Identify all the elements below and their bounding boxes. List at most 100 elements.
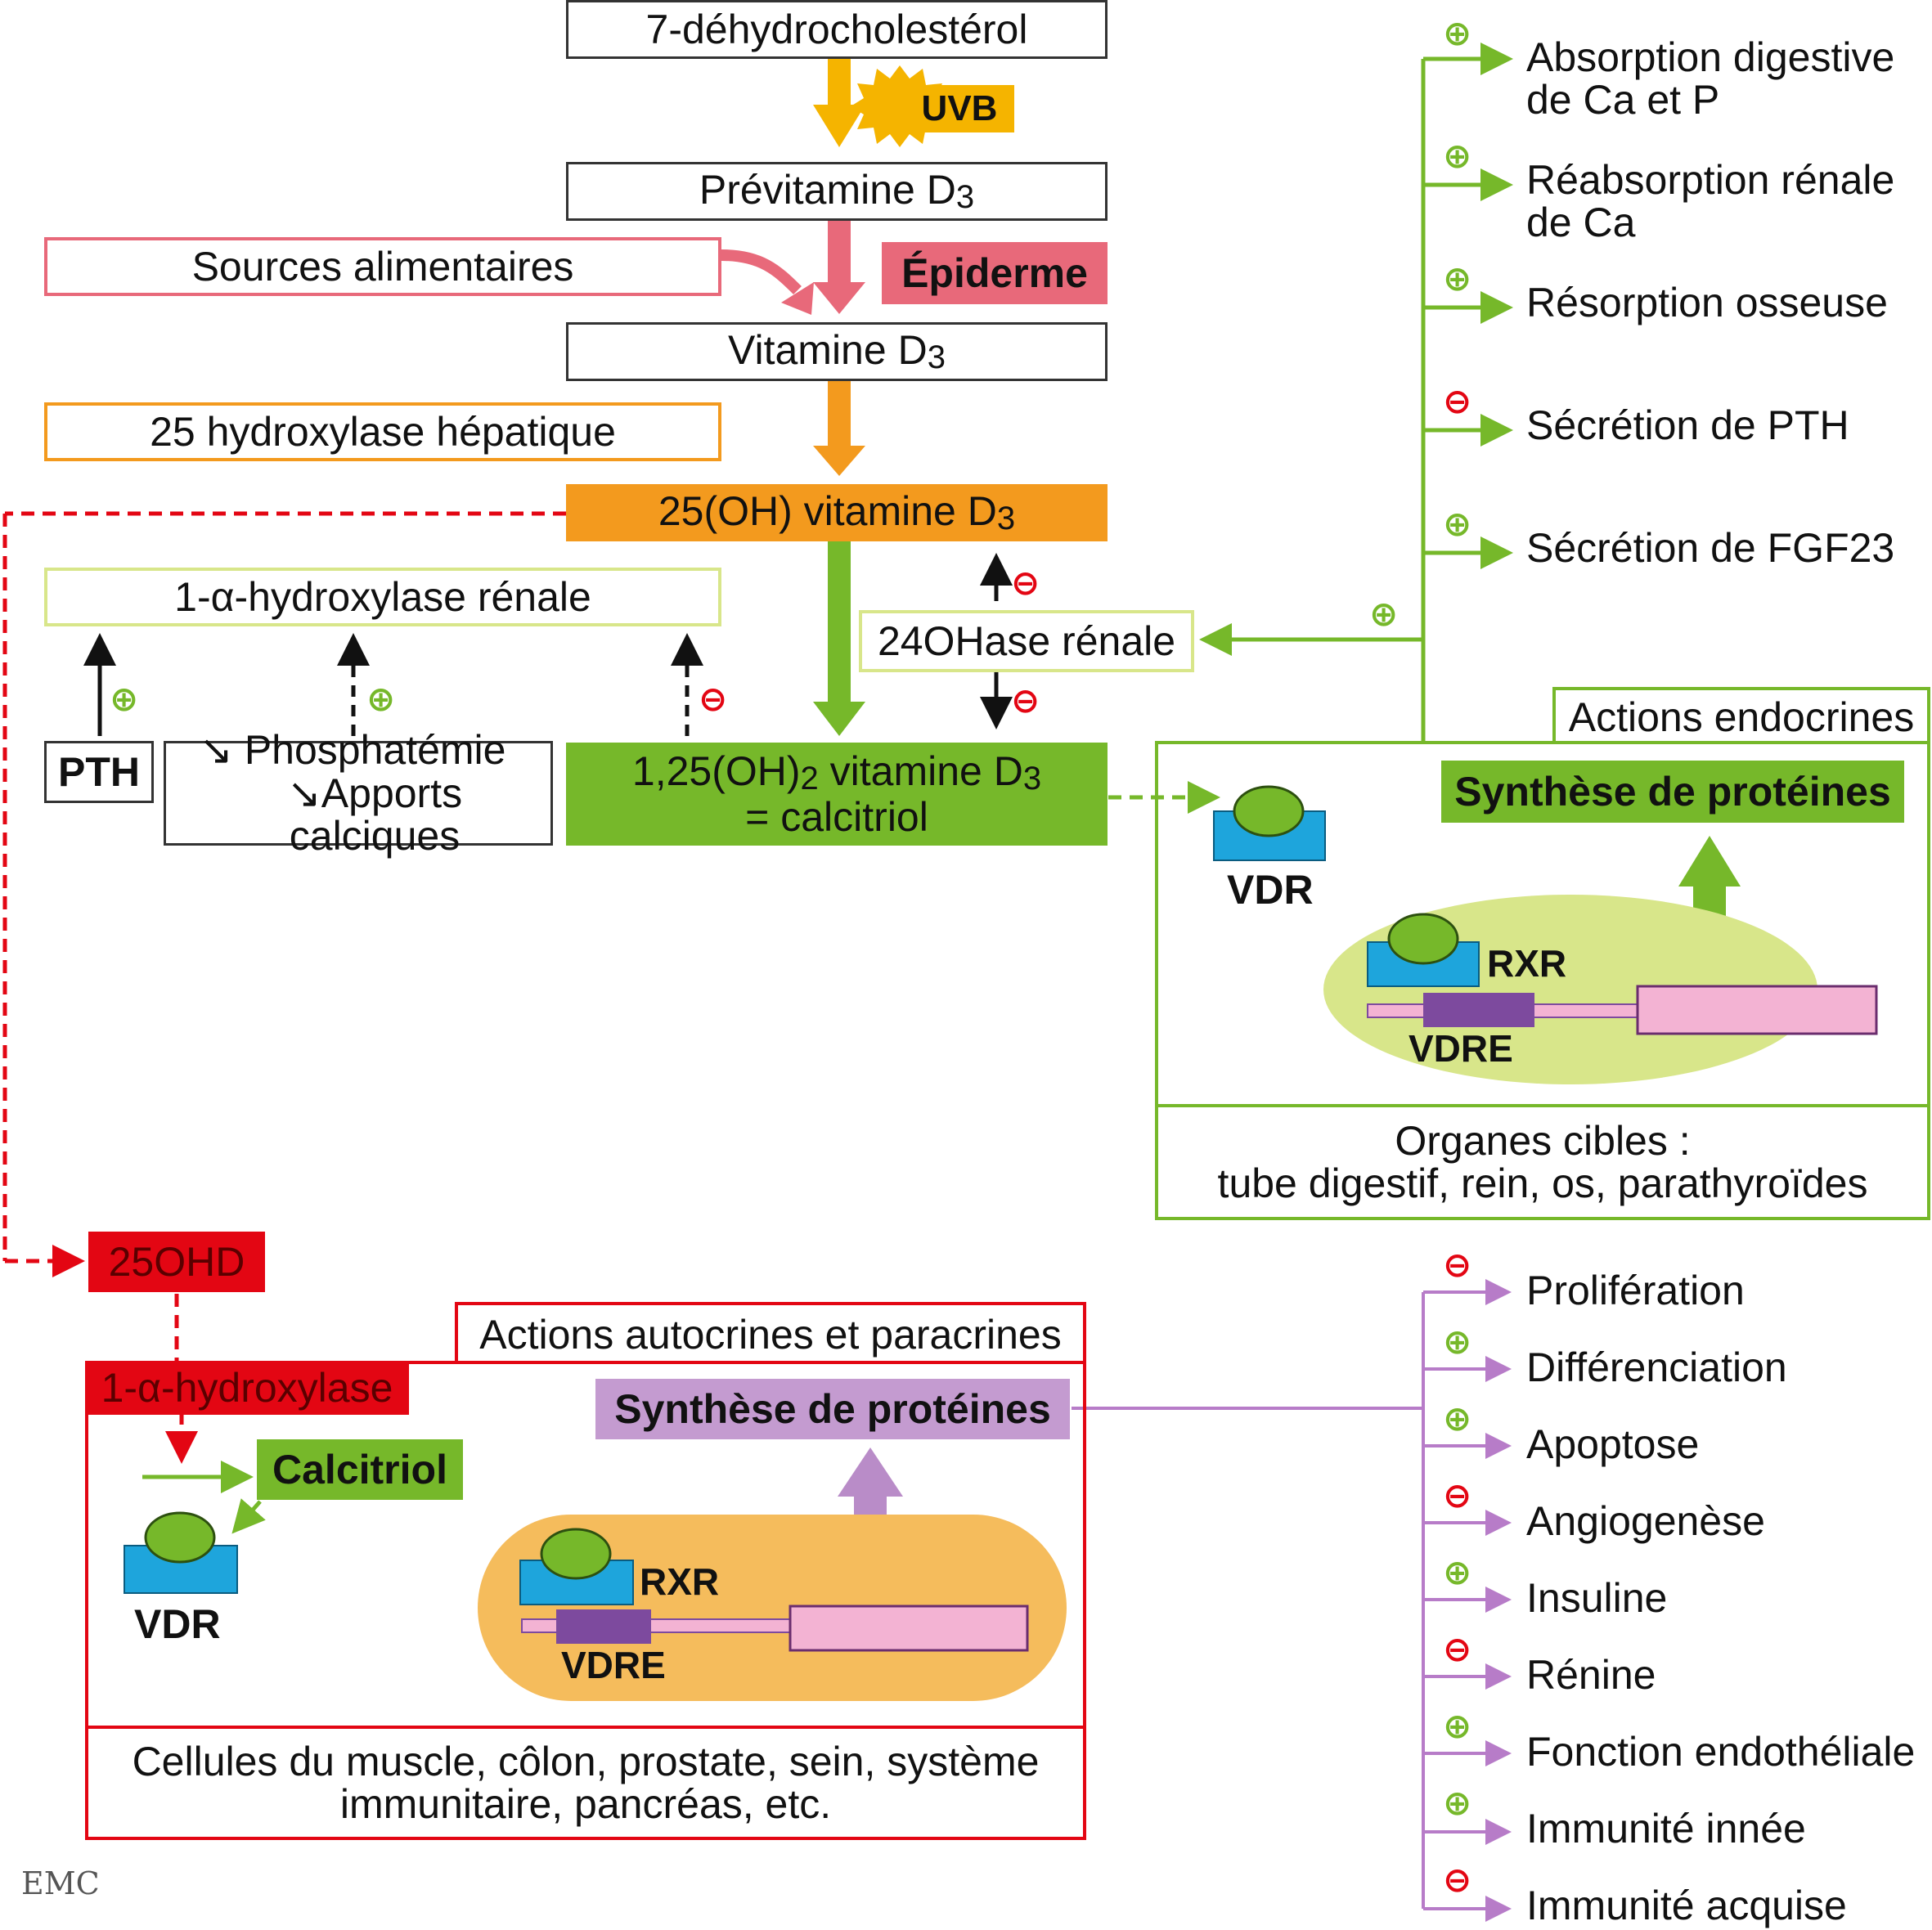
decrease-icon: ↘ bbox=[199, 727, 233, 774]
autocrine-title: Actions autocrines et paracrines bbox=[479, 1311, 1062, 1358]
uvb-label: UVB bbox=[921, 88, 998, 128]
phosph-box: ↘ Phosphatémie ↘Apports calciques bbox=[164, 729, 553, 857]
renal-1a-label: 1-α-hydroxylase rénale bbox=[174, 573, 591, 620]
oh25-box: 25(OH) vitamine D3 bbox=[566, 484, 1108, 541]
food-sources-label: Sources alimentaires bbox=[191, 243, 574, 290]
vdr-receptor-endocrine bbox=[1213, 785, 1326, 861]
phosph-label: Phosphatémie bbox=[244, 727, 506, 774]
oh25-label: 25(OH) vitamine D3 bbox=[658, 488, 1016, 536]
autocrine-effect-label: Immunité acquise bbox=[1526, 1883, 1847, 1928]
autocrine-effect-label: Insuline bbox=[1526, 1575, 1668, 1621]
calcitriol-badge-label: Calcitriol bbox=[272, 1446, 447, 1492]
precursor-label: 7-déhydrocholestérol bbox=[645, 6, 1028, 52]
autocrine-effect-label: Angiogenèse bbox=[1526, 1498, 1765, 1544]
food-sources-box: Sources alimentaires bbox=[44, 237, 721, 296]
epidermis-arrow bbox=[721, 221, 865, 315]
hepatic-label: 25 hydroxylase hépatique bbox=[150, 408, 616, 455]
autocrine-title-tab: Actions autocrines et paracrines bbox=[455, 1302, 1086, 1364]
minus-icon: ⊖ bbox=[699, 680, 728, 718]
uvb-badge: UVB bbox=[905, 85, 1014, 132]
autocrine-vdr-label: VDR bbox=[134, 1601, 221, 1647]
autocrine-vdre-label: VDRE bbox=[561, 1644, 666, 1686]
plus-icon: ⊕ bbox=[1369, 595, 1399, 633]
ohd-box: 25OHD bbox=[88, 1232, 265, 1292]
minus-icon: ⊖ bbox=[1443, 382, 1472, 420]
pth-box: PTH bbox=[44, 741, 154, 803]
endocrine-effect-label: Absorption digestive bbox=[1526, 34, 1895, 80]
endocrine-dna bbox=[1367, 985, 1878, 1035]
endocrine-effect-lines bbox=[1199, 43, 1513, 743]
minus-icon: ⊖ bbox=[1443, 1246, 1472, 1284]
ohd-path bbox=[2, 511, 566, 1464]
minus-icon: ⊖ bbox=[1011, 563, 1040, 602]
endocrine-effect-label: Réabsorption rénale bbox=[1526, 157, 1895, 203]
rxr-receptor-endocrine bbox=[1367, 913, 1480, 987]
autocrine-effect-label: Prolifération bbox=[1526, 1268, 1745, 1313]
renal-1a-box: 1-α-hydroxylase rénale bbox=[44, 568, 721, 626]
plus-icon: ⊕ bbox=[1443, 259, 1472, 298]
endocrine-effect-label: Résorption osseuse bbox=[1526, 280, 1888, 325]
autocrine-effect-lines bbox=[1072, 1279, 1512, 1922]
phosph-row: ↘ Phosphatémie bbox=[199, 729, 505, 772]
plus-icon: ⊕ bbox=[1443, 1784, 1472, 1822]
h24-box: 24OHase rénale bbox=[859, 610, 1194, 672]
calcium-label: Apports calciques bbox=[289, 770, 463, 860]
decrease-icon: ↘ bbox=[286, 770, 321, 816]
minus-icon: ⊖ bbox=[1011, 681, 1040, 720]
endocrine-synthesis-box: Synthèse de protéines bbox=[1441, 761, 1904, 823]
rxr-receptor-autocrine bbox=[519, 1528, 634, 1605]
autocrine-effect-label: Fonction endothéliale bbox=[1526, 1729, 1916, 1775]
autocrine-synthesis-box: Synthèse de protéines bbox=[595, 1379, 1070, 1439]
cells-line2: immunitaire, pancréas, etc. bbox=[339, 1781, 832, 1827]
vitamin-box: Vitamine D3 bbox=[566, 322, 1108, 381]
autocrine-effect-label: Différenciation bbox=[1526, 1344, 1787, 1390]
minus-icon: ⊖ bbox=[1443, 1630, 1472, 1668]
endocrine-effect-label: Sécrétion de PTH bbox=[1526, 402, 1849, 448]
plus-icon: ⊕ bbox=[1443, 505, 1472, 543]
hepatic-box: 25 hydroxylase hépatique bbox=[44, 402, 721, 461]
endocrine-effect-label-line2: de Ca et P bbox=[1526, 77, 1720, 123]
precursor-box: 7-déhydrocholestérol bbox=[566, 0, 1108, 59]
hepatic-arrow bbox=[813, 381, 865, 476]
target-organs-line2: tube digestif, rein, os, parathyroïdes bbox=[1217, 1160, 1868, 1206]
plus-icon: ⊕ bbox=[110, 680, 139, 718]
vitamin-label: Vitamine D3 bbox=[728, 327, 946, 375]
plus-icon: ⊕ bbox=[1443, 1553, 1472, 1591]
endocrine-vdre-label: VDRE bbox=[1409, 1027, 1513, 1070]
endocrine-title-tab: Actions endocrines bbox=[1552, 687, 1930, 744]
calcium-row: ↘Apports calciques bbox=[199, 772, 550, 858]
autocrine-effect-label: Immunité innée bbox=[1526, 1806, 1806, 1851]
autocrine-effect-label: Apoptose bbox=[1526, 1421, 1700, 1467]
endocrine-vdr-label: VDR bbox=[1227, 867, 1314, 913]
emc-logo: EMC bbox=[21, 1865, 100, 1901]
calcitriol-line1: 1,25(OH)2 vitamine D3 bbox=[631, 747, 1042, 797]
minus-icon: ⊖ bbox=[1443, 1860, 1472, 1899]
autocrine-dna bbox=[521, 1605, 1029, 1652]
plus-icon: ⊕ bbox=[1443, 14, 1472, 52]
plus-icon: ⊕ bbox=[1443, 137, 1472, 175]
minus-icon: ⊖ bbox=[1443, 1476, 1472, 1515]
target-organs-box: Organes cibles : tube digestif, rein, os… bbox=[1155, 1104, 1930, 1220]
plus-icon: ⊕ bbox=[1443, 1399, 1472, 1438]
cells-box: Cellules du muscle, côlon, prostate, sei… bbox=[85, 1726, 1086, 1840]
endocrine-synthesis-label: Synthèse de protéines bbox=[1454, 768, 1891, 815]
h24-label: 24OHase rénale bbox=[877, 617, 1176, 664]
autocrine-synthesis-label: Synthèse de protéines bbox=[614, 1385, 1051, 1432]
calcitriol-box: 1,25(OH)2 vitamine D3 = calcitriol bbox=[566, 743, 1108, 846]
uvb-arrow bbox=[813, 59, 865, 147]
autocrine-effect-label: Rénine bbox=[1526, 1652, 1656, 1698]
vdr-receptor-autocrine bbox=[124, 1511, 238, 1594]
hydroxylase-label: 1-α-hydroxylase bbox=[101, 1364, 393, 1411]
epidermis-badge: Épiderme bbox=[882, 242, 1108, 304]
plus-icon: ⊕ bbox=[366, 680, 396, 718]
calcitriol-line2: = calcitriol bbox=[745, 793, 928, 840]
hydroxylase-box: 1-α-hydroxylase bbox=[85, 1361, 409, 1415]
cells-line1: Cellules du muscle, côlon, prostate, sei… bbox=[132, 1738, 1040, 1784]
calcitriol-badge: Calcitriol bbox=[257, 1439, 463, 1500]
endocrine-title: Actions endocrines bbox=[1568, 693, 1915, 740]
renal-arrow bbox=[813, 541, 865, 736]
epidermis-label: Épiderme bbox=[901, 249, 1088, 296]
plus-icon: ⊕ bbox=[1443, 1322, 1472, 1361]
previtamin-label: Prévitamine D3 bbox=[699, 167, 975, 215]
target-organs-line1: Organes cibles : bbox=[1395, 1117, 1691, 1164]
